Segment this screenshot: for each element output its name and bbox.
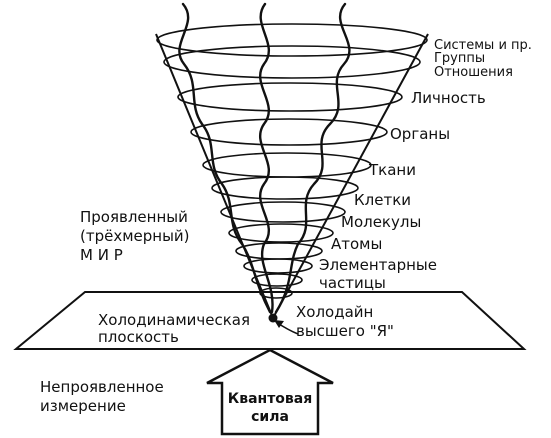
higher-self-arrowhead: [274, 320, 284, 328]
manifested-world-line2: (трёхмерный): [80, 227, 190, 245]
cone-ring: [202, 152, 372, 178]
cone-ring: [228, 223, 334, 243]
quantum-force-line2: сила: [251, 409, 289, 425]
cone-ring: [251, 273, 303, 287]
energy-strand: [178, 2, 272, 314]
higher-self-line2: высшего "Я": [296, 322, 394, 340]
label-tissues: Ткани: [368, 161, 416, 179]
label-groups: Группы: [434, 51, 485, 66]
cone-ring: [177, 82, 403, 112]
energy-strand: [258, 2, 274, 314]
label-atoms: Атомы: [331, 235, 382, 253]
cone-ring: [220, 201, 346, 223]
unmanifested-line2: измерение: [40, 397, 126, 415]
label-personality: Личность: [411, 89, 486, 107]
manifested-world-line1: Проявленный: [80, 208, 188, 226]
label-systems: Системы и пр.: [434, 38, 532, 53]
manifested-world-line3: М И Р: [80, 246, 123, 264]
higher-self-line1: Холодайн: [296, 303, 373, 321]
cone-ring: [211, 176, 359, 200]
label-organs: Органы: [390, 125, 450, 143]
energy-strands: [178, 2, 351, 314]
label-elementary-1: Элементарные: [319, 256, 437, 274]
holodynamic-plane: [13, 291, 527, 350]
energy-strand: [274, 2, 351, 314]
label-cells: Клетки: [354, 191, 411, 209]
unmanifested-line1: Непроявленное: [40, 378, 164, 396]
label-relations: Отношения: [434, 65, 513, 80]
cone-ring: [243, 258, 313, 274]
plane-label-line2: плоскость: [98, 328, 179, 346]
label-molecules: Молекулы: [341, 213, 421, 231]
cone-ring: [259, 287, 293, 299]
quantum-force-line1: Квантовая: [228, 391, 312, 407]
cone-ring: [163, 45, 421, 79]
plane-label-line1: Холодинамическая: [98, 311, 250, 329]
cone-rings: [156, 23, 428, 299]
label-elementary-2: частицы: [319, 274, 386, 292]
cone-ring: [190, 118, 388, 146]
quantum-force-arrow: [206, 348, 334, 436]
cone-ring: [156, 23, 428, 57]
